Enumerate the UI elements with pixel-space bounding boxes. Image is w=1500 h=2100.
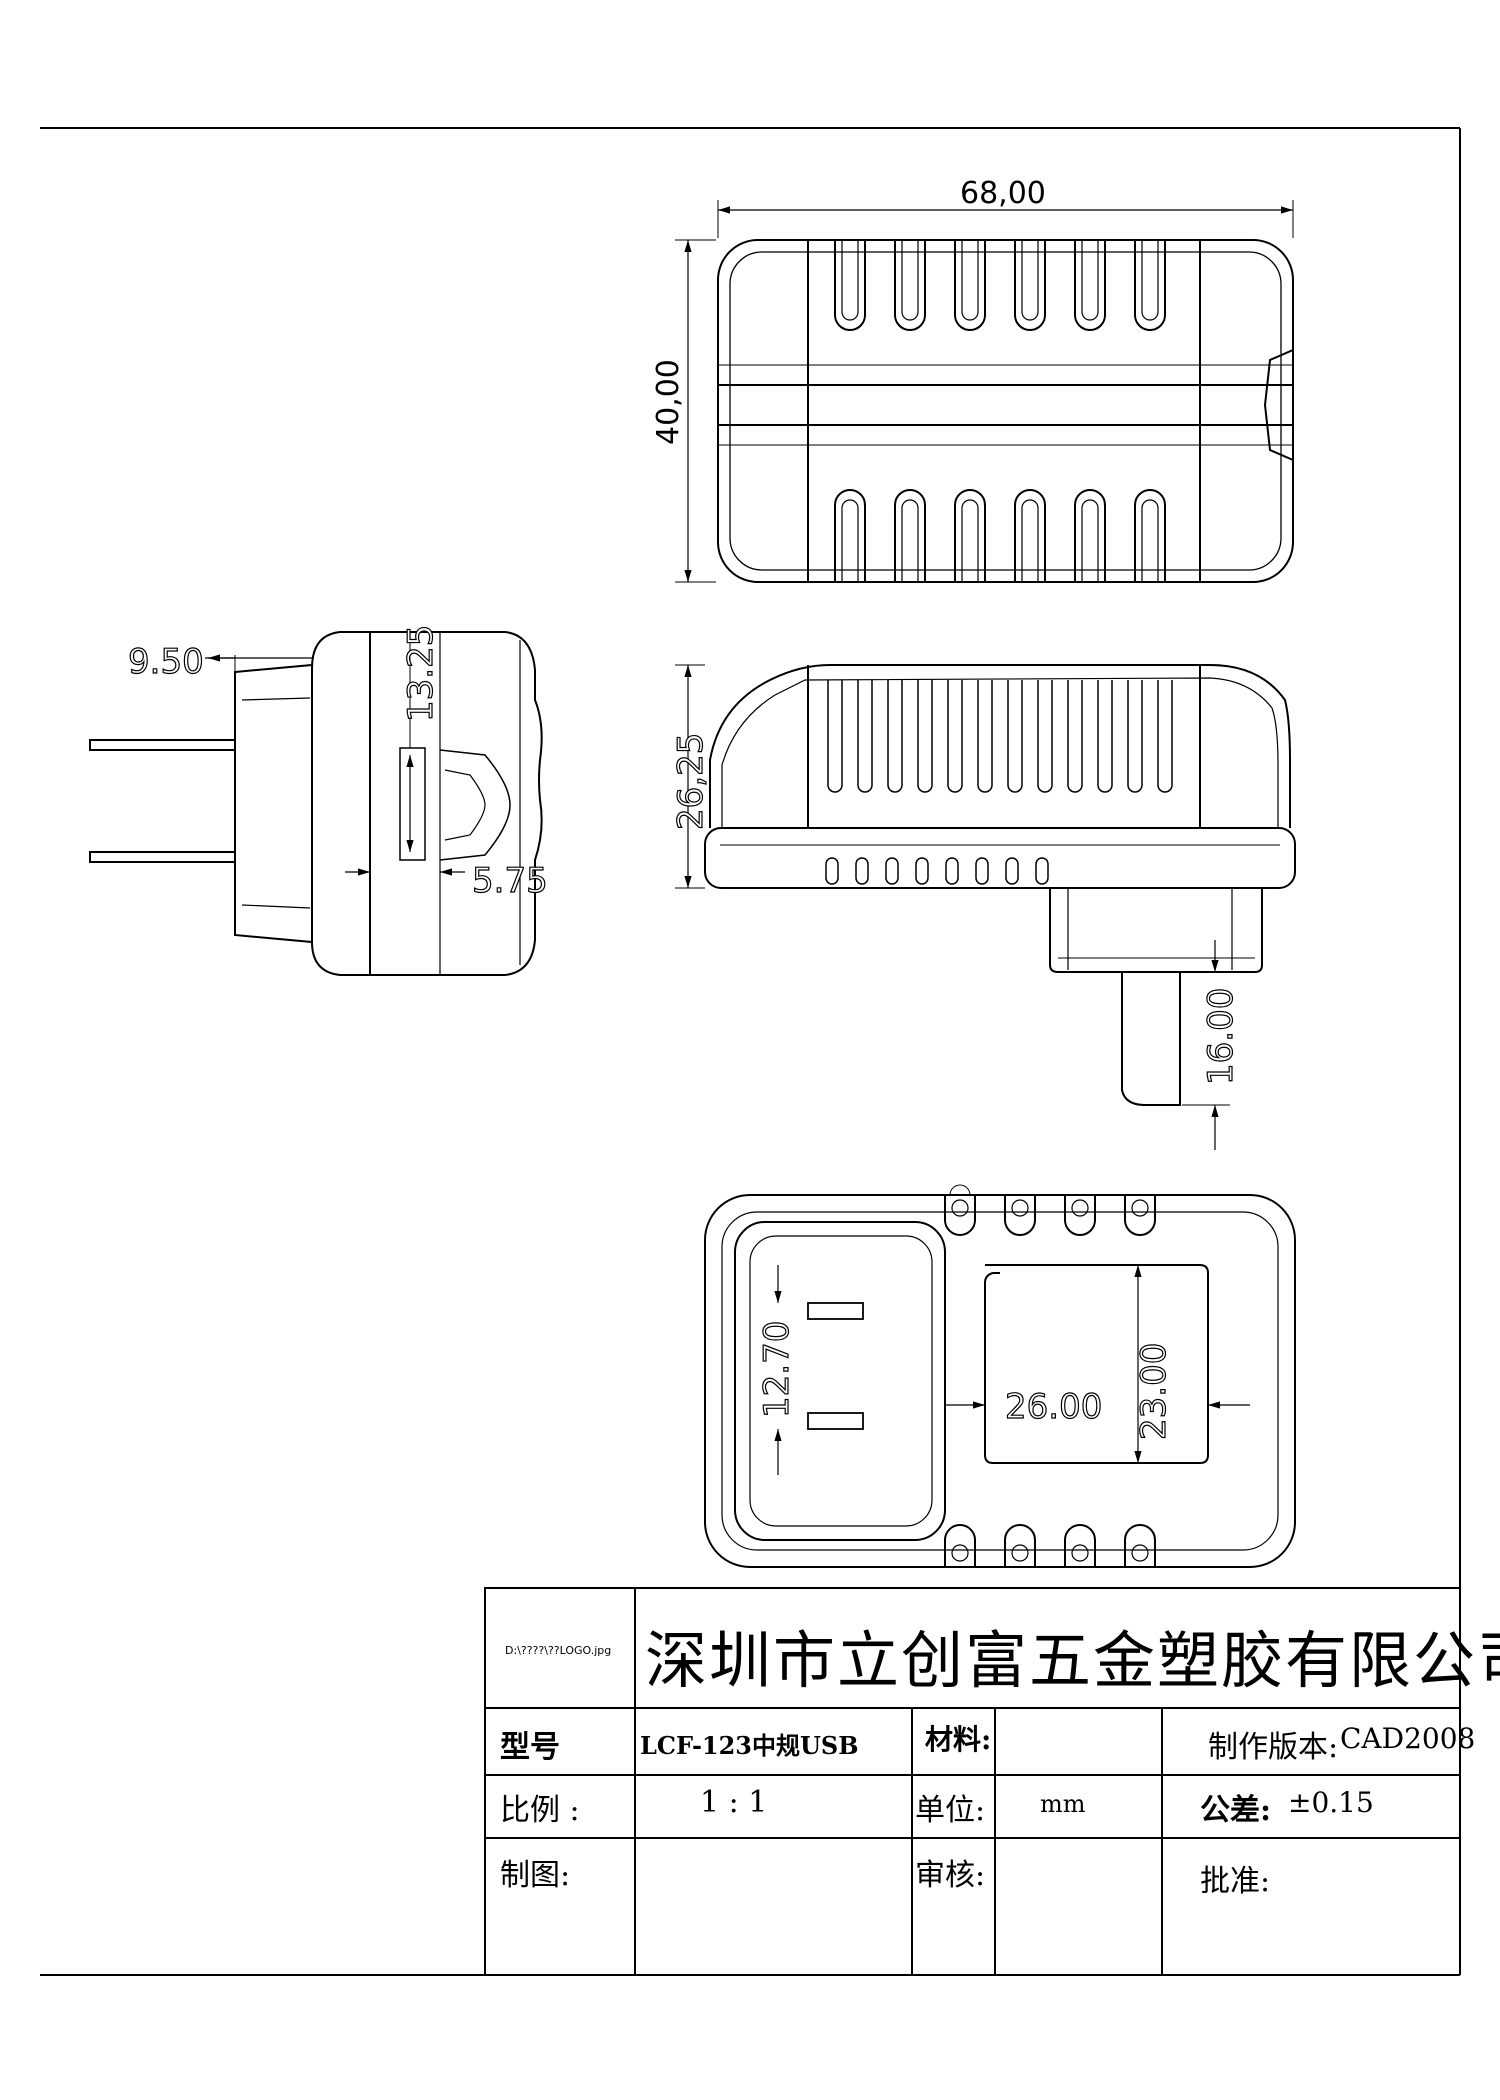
- dim-12-70: 12.70: [757, 1321, 797, 1418]
- drawn-by-label: 制图:: [500, 1858, 571, 1893]
- dim-5-75: 5.75: [472, 861, 548, 901]
- side-lower-vents: [825, 857, 1049, 885]
- bottom-top-slots: [944, 1184, 1156, 1236]
- dim-height-40: 40,00: [651, 359, 686, 445]
- dim-13-25: 13.25: [401, 625, 441, 722]
- dim-23-00: 23.00: [1134, 1343, 1174, 1440]
- dim-26-00: 26.00: [1005, 1387, 1102, 1427]
- unit-value: mm: [1040, 1790, 1086, 1818]
- approve-label: 批准:: [1200, 1864, 1271, 1899]
- model-label: 型号: [500, 1730, 560, 1765]
- tolerance-label: 公差:: [1200, 1793, 1272, 1828]
- scale-value: 1 : 1: [700, 1785, 768, 1820]
- logo-placeholder: D:\????\??LOGO.jpg: [505, 1644, 612, 1657]
- tolerance-value: ±0.15: [1288, 1786, 1374, 1819]
- drawing-frame: [40, 127, 1461, 1976]
- bottom-view: [704, 1184, 1296, 1568]
- side-ribs: [827, 680, 1173, 793]
- bottom-bottom-slots: [944, 1524, 1156, 1567]
- dim-height-26-25: 26,25: [671, 733, 711, 830]
- dim-width-68: 68,00: [960, 176, 1046, 211]
- scale-label: 比例 :: [500, 1793, 580, 1828]
- bottom-vent-slots: [834, 489, 1166, 582]
- top-vent-slots: [834, 240, 1166, 331]
- material-label: 材料:: [925, 1723, 992, 1756]
- title-block-grid: [484, 1587, 1460, 1975]
- top-view: [675, 200, 1294, 583]
- dim-9-50: 9.50: [128, 642, 204, 682]
- side-view: [675, 664, 1296, 1150]
- version-value: CAD2008: [1340, 1722, 1476, 1755]
- version-label: 制作版本:: [1208, 1730, 1339, 1765]
- left-view: [89, 630, 543, 976]
- dim-prong-16: 16.00: [1201, 988, 1241, 1085]
- model-value: LCF-123中规USB: [640, 1731, 859, 1760]
- review-label: 审核:: [915, 1858, 986, 1893]
- unit-label: 单位:: [915, 1793, 986, 1828]
- company-name: 深圳市立创富五金塑胶有限公司: [645, 1624, 1500, 1697]
